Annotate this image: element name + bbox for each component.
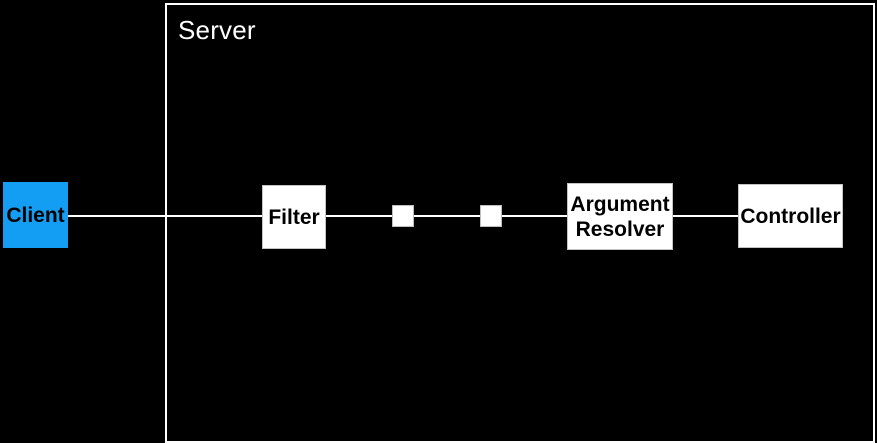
node-argument-resolver: Argument Resolver <box>567 183 673 250</box>
node-filter: Filter <box>262 185 326 249</box>
diagram-canvas: Server Client Filter Argument Resolver C… <box>3 3 875 443</box>
node-argument-resolver-label-line2: Resolver <box>575 217 665 241</box>
node-filter-label: Filter <box>268 205 320 229</box>
node-relay-1 <box>392 205 414 227</box>
node-argument-resolver-label-line1: Argument <box>570 192 670 216</box>
node-client-label: Client <box>6 203 65 227</box>
node-controller: Controller <box>738 184 843 248</box>
node-controller-label: Controller <box>740 204 841 228</box>
node-client: Client <box>3 182 68 248</box>
node-relay-2 <box>480 205 502 227</box>
server-group-label: Server <box>178 15 256 45</box>
